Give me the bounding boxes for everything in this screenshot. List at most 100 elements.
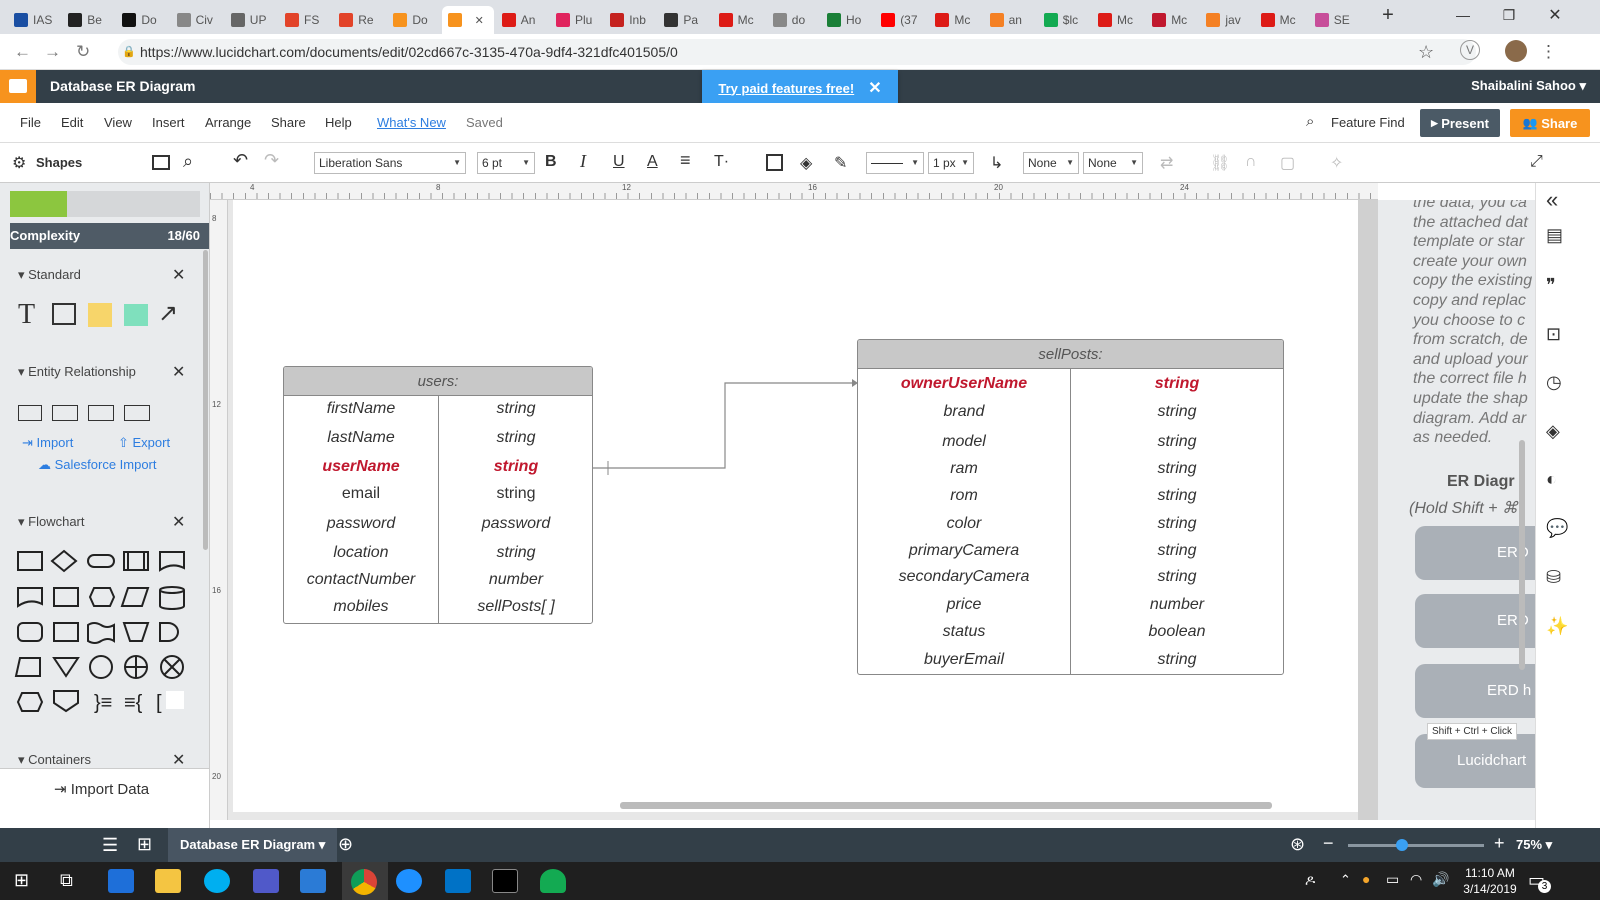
presentation-icon[interactable]: ⊡ xyxy=(1546,324,1562,344)
browser-tab[interactable]: do xyxy=(767,6,819,34)
menu-share[interactable]: Share xyxy=(271,115,306,130)
section-flowchart[interactable]: ▾ Flowchart xyxy=(18,514,85,529)
close-standard-icon[interactable]: ✕ xyxy=(172,267,186,284)
arrow-shape-icon[interactable]: ↗ xyxy=(158,300,179,327)
browser-tab[interactable]: Mc xyxy=(1146,6,1198,34)
fill-color-icon[interactable]: ◈ xyxy=(800,155,813,172)
browser-tab[interactable]: Ho xyxy=(821,6,873,34)
windows-start-icon[interactable]: ⊞ xyxy=(14,870,30,890)
zoom-in-icon[interactable]: + xyxy=(1494,833,1505,853)
image-icon[interactable] xyxy=(152,155,170,170)
rectangle-shape-icon[interactable] xyxy=(52,303,76,325)
text-options-icon[interactable]: T· xyxy=(714,153,730,170)
browser-tab[interactable]: Plu xyxy=(550,6,602,34)
lucidchart-template-button[interactable]: Lucidchart xyxy=(1415,734,1535,788)
entity-shape-3-icon[interactable] xyxy=(88,405,114,421)
font-family-select[interactable]: Liberation Sans xyxy=(314,152,466,174)
bookmark-star-icon[interactable]: ☆ xyxy=(1418,42,1435,62)
menu-file[interactable]: File xyxy=(20,115,41,130)
browser-tab[interactable]: (37 xyxy=(875,6,927,34)
people-tray-icon[interactable]: ዶ xyxy=(1305,872,1316,888)
page-tab[interactable]: Database ER Diagram ▾ xyxy=(168,828,338,862)
history-icon[interactable]: ◷ xyxy=(1546,372,1562,392)
browser-tab[interactable]: Pa xyxy=(658,6,710,34)
erd-template-1-button[interactable]: ERD xyxy=(1415,526,1535,580)
connector-icon[interactable]: ↳ xyxy=(990,155,1004,172)
browser-tab[interactable]: Mc xyxy=(929,6,981,34)
section-standard[interactable]: ▾ Standard xyxy=(18,267,81,282)
browser-tab[interactable]: Do xyxy=(387,6,439,34)
right-panel-scrollbar[interactable] xyxy=(1519,440,1525,670)
browser-tab[interactable]: SE xyxy=(1309,6,1361,34)
browser-tab[interactable]: jav xyxy=(1200,6,1252,34)
reload-icon[interactable]: ↻ xyxy=(76,42,91,61)
zoom-level[interactable]: 75% ▾ xyxy=(1516,837,1553,852)
import-data-bar[interactable]: ⇥ Import Data xyxy=(0,768,209,828)
teams-taskbar-icon[interactable] xyxy=(253,869,279,893)
text-color-icon[interactable]: A xyxy=(647,153,658,170)
terminal-taskbar-icon[interactable] xyxy=(492,869,518,893)
block-shape-icon[interactable] xyxy=(124,304,148,326)
note-shape-icon[interactable] xyxy=(88,303,112,327)
border-icon[interactable] xyxy=(766,154,783,171)
zoom-slider[interactable] xyxy=(1348,839,1484,851)
browser-tab[interactable]: Mc xyxy=(713,6,765,34)
users-entity-title[interactable]: users: xyxy=(284,367,592,396)
browser-tab[interactable]: Re xyxy=(333,6,385,34)
data-icon[interactable]: ⛁ xyxy=(1546,567,1562,587)
battery-icon[interactable]: ▭ xyxy=(1386,871,1400,887)
new-tab-button[interactable]: + xyxy=(1382,3,1394,26)
page-icon[interactable]: ▤ xyxy=(1546,225,1564,245)
underline-icon[interactable]: U xyxy=(613,153,625,170)
italic-icon[interactable]: I xyxy=(580,151,586,171)
page-list-icon[interactable]: ☰ xyxy=(102,835,119,855)
close-promo-icon[interactable]: ✕ xyxy=(868,80,882,97)
menu-view[interactable]: View xyxy=(104,115,132,130)
present-button[interactable]: ▸ Present xyxy=(1420,109,1500,137)
sellposts-entity-title[interactable]: sellPosts: xyxy=(858,340,1283,369)
document-title[interactable]: Database ER Diagram xyxy=(50,78,196,94)
canvas-h-scrollbar[interactable] xyxy=(620,802,1272,809)
tray-overflow-icon[interactable]: ⌃ xyxy=(1340,872,1351,887)
promo-link[interactable]: Try paid features free! xyxy=(718,80,855,96)
font-size-select[interactable]: 6 pt xyxy=(477,152,535,174)
close-window-button[interactable]: ✕ xyxy=(1548,7,1562,24)
shapes-label[interactable]: Shapes xyxy=(36,155,83,170)
align-icon[interactable]: ≡ xyxy=(680,150,691,170)
theme-icon[interactable]: ◐ xyxy=(1546,469,1557,489)
section-containers[interactable]: ▾ Containers xyxy=(18,752,92,767)
close-er-icon[interactable]: ✕ xyxy=(172,364,186,381)
edge-taskbar-icon[interactable] xyxy=(108,869,134,893)
salesforce-import-link[interactable]: ☁ Salesforce Import xyxy=(38,457,157,472)
gear-icon[interactable]: ⚙ xyxy=(12,155,27,172)
fullscreen-icon[interactable]: ⤢ xyxy=(1530,153,1543,170)
user-menu[interactable]: Shaibalini Sahoo ▾ xyxy=(1471,78,1586,93)
relationship-connector[interactable] xyxy=(590,375,860,475)
add-page-icon[interactable]: ⊕ xyxy=(338,834,354,854)
menu-arrange[interactable]: Arrange xyxy=(205,115,252,130)
browser-tab[interactable]: Civ xyxy=(171,6,223,34)
browser-tab[interactable]: an xyxy=(984,6,1036,34)
forward-icon[interactable]: → xyxy=(44,42,61,61)
redo-icon[interactable]: ↷ xyxy=(264,150,280,170)
flowchart-shapes-grid[interactable]: }≡ ≡{ [ xyxy=(14,549,194,719)
browser-tab[interactable]: Mc xyxy=(1255,6,1307,34)
browser-tab[interactable]: An xyxy=(496,6,548,34)
feature-find-button[interactable]: Feature Find xyxy=(1331,115,1405,130)
task-view-icon[interactable]: ⧉ xyxy=(60,870,73,890)
wifi-icon[interactable]: ◠ xyxy=(1410,871,1423,887)
browser-tab[interactable]: $lc xyxy=(1038,6,1090,34)
navigator-icon[interactable]: ⊛ xyxy=(1290,834,1306,854)
link-icon[interactable]: ⛓ xyxy=(1210,155,1231,172)
lucid-logo[interactable] xyxy=(0,70,36,103)
extension-icon[interactable]: V xyxy=(1460,40,1480,60)
vscode-taskbar-icon[interactable] xyxy=(300,869,326,893)
skype-taskbar-icon[interactable] xyxy=(204,869,230,893)
browser-tab[interactable]: ✕ xyxy=(441,6,494,34)
erd-template-3-button[interactable]: ERD h xyxy=(1415,664,1535,718)
comment-quote-icon[interactable]: ❞ xyxy=(1546,275,1556,295)
erd-template-2-button[interactable]: ERD xyxy=(1415,594,1535,648)
export-link[interactable]: ⇧ Export xyxy=(118,435,171,450)
clock[interactable]: 11:10 AM 3/14/2019 xyxy=(1460,866,1520,896)
